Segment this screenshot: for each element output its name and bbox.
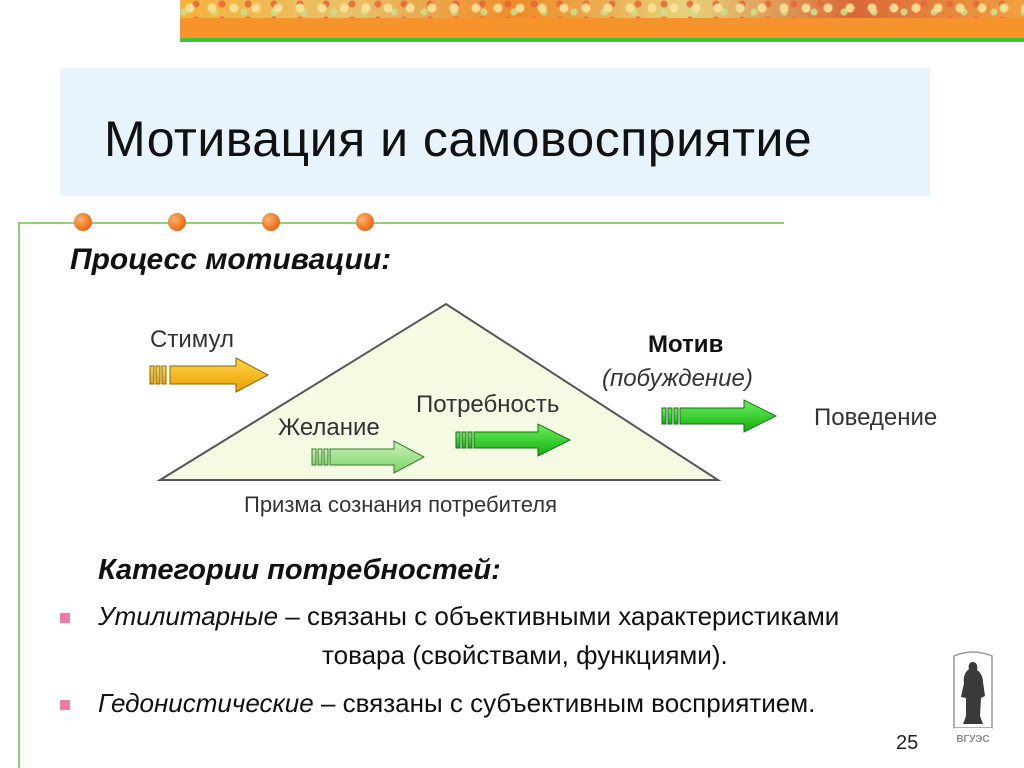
- desire-label: Желание: [278, 414, 380, 441]
- need-label: Потребность: [416, 391, 560, 418]
- prism-caption: Призма сознания потребителя: [244, 492, 558, 517]
- behavior-label: Поведение: [814, 404, 938, 431]
- orange-dot-icon: [168, 213, 186, 231]
- bullet-icon: [60, 613, 70, 623]
- stimulus-arrow-icon: [149, 357, 270, 393]
- list-item-text: Гедонистические – связаны с субъективным…: [98, 688, 815, 719]
- frame-left-line: [18, 222, 20, 768]
- motive-arrow-icon: [661, 399, 778, 433]
- orange-dot-icon: [262, 213, 280, 231]
- categories-heading: Категории потребностей:: [98, 554, 501, 586]
- decorative-header-banner: [180, 0, 1024, 42]
- page-number: 25: [896, 732, 919, 754]
- orange-dot-icon: [74, 213, 92, 231]
- category-continuation: товара (свойствами, функциями).: [322, 640, 728, 670]
- diagram-graphics: [149, 302, 778, 481]
- need-arrow-icon: [455, 423, 572, 457]
- title-panel: Мотивация и самовосприятие: [60, 68, 930, 196]
- green-stripe: [180, 38, 1024, 42]
- svg-text:ВГУЭС: ВГУЭС: [956, 734, 989, 745]
- motive-label: Мотив: [648, 331, 724, 358]
- category-description: – связаны с объективными характеристикам…: [278, 601, 840, 631]
- stimulus-label: Стимул: [150, 326, 234, 353]
- prism-triangle: [156, 302, 722, 481]
- motivation-diagram: Стимул Желание Потребность Мотив (побужд…: [140, 298, 937, 517]
- slide-title: Мотивация и самовосприятие: [104, 111, 813, 167]
- statue-emblem-icon: ВГУЭС: [953, 651, 993, 745]
- list-item-text: Утилитарные – связаны с объективными хар…: [98, 601, 839, 632]
- category-description: – связаны с субъективным восприятием.: [313, 688, 816, 718]
- desire-arrow-icon: [311, 440, 426, 474]
- frame-top-line: [18, 222, 784, 224]
- orange-stripe: [180, 18, 1024, 38]
- category-term: Гедонистические: [98, 688, 314, 718]
- motive-sublabel: (побуждение): [602, 365, 753, 392]
- floral-pattern: [180, 0, 1024, 18]
- category-term: Утилитарные: [98, 601, 279, 631]
- university-logo: ВГУЭС: [950, 650, 996, 746]
- bullet-icon: [60, 700, 70, 710]
- process-heading: Процесс мотивации:: [70, 243, 392, 276]
- orange-dot-icon: [356, 213, 374, 231]
